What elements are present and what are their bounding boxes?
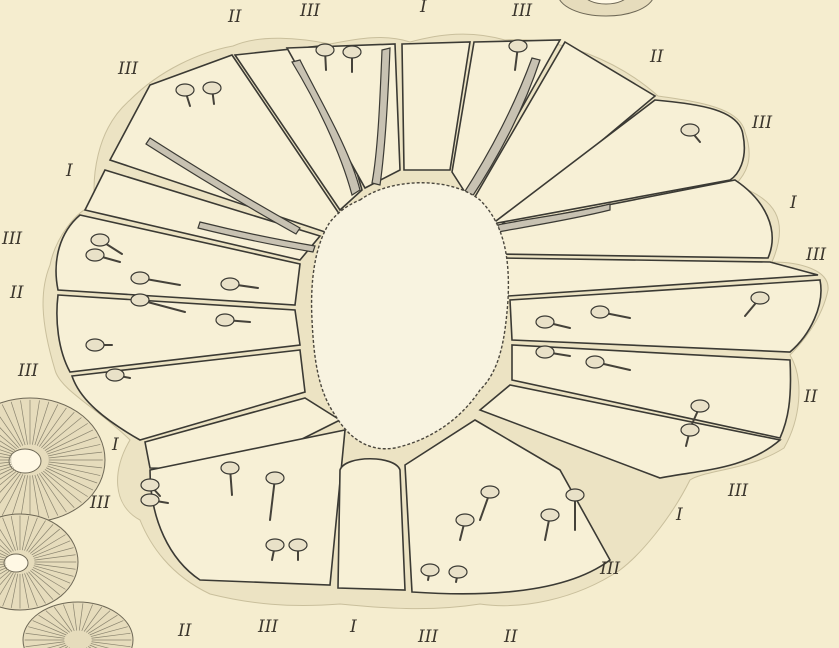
filament-fan-head [691,400,709,412]
filament-fan-head [266,472,284,484]
label-bottom-II-right: II [503,627,518,647]
label-top-I: I [419,0,427,17]
filament-fan-head [86,249,104,261]
label-right-I: I [789,193,797,213]
label-bottom-I: I [349,617,357,637]
filament-fan-head [203,82,221,94]
label-bottom-III-left: III [257,617,278,637]
label-right-I-lower: I [675,505,683,525]
filament-fan-head [131,272,149,284]
label-top-II-right: II [649,47,664,67]
filament-fan-head [541,509,559,521]
label-right-III-upper: III [751,113,772,133]
filament-fan-head [131,294,149,306]
label-left-III-mid: III [1,229,22,249]
filament-fan-head [176,84,194,96]
filament-fan-head [449,566,467,578]
filament-fan-head [536,316,554,328]
label-top-III-right: III [511,1,532,21]
filament-fan-head [566,489,584,501]
label-right-III-mid: III [805,245,826,265]
filament-fan-head [751,292,769,304]
label-upper-left-III: III [117,59,138,79]
filament-fan-head [591,306,609,318]
filament-fan-head [266,539,284,551]
label-left-III-bottom: III [89,493,110,513]
filament-fan-head [509,40,527,52]
filament-fan-head [106,369,124,381]
filament-fan-head [86,339,104,351]
filament-fan-head [481,486,499,498]
label-left-II: II [9,283,24,303]
label-right-II: II [803,387,818,407]
label-left-III-lower: III [17,361,38,381]
label-top-III-left: III [299,1,320,21]
filament-fan-head [141,494,159,506]
filament-fan-head [681,124,699,136]
label-top-II-left: II [227,7,242,27]
chamber-bottom-center [338,459,405,590]
label-left-I-upper: I [65,161,73,181]
filament-fan-head [216,314,234,326]
filament-fan-head [536,346,554,358]
filament-fan-head [681,424,699,436]
label-left-I-lower: I [111,435,119,455]
filament-fan-head [221,462,239,474]
label-bottom-III-right: III [417,627,438,647]
filament-fan-head [91,234,109,246]
filament-fan-head [586,356,604,368]
filament-fan-head [221,278,239,290]
filament-fan-head [343,46,361,58]
filament-fan-head [289,539,307,551]
filament-fan-head [141,479,159,491]
label-right-III-bottom: III [599,559,620,579]
label-bottom-II-left: II [177,621,192,641]
label-right-III-lower: III [727,481,748,501]
filament-fan-head [421,564,439,576]
filament-fan-head [456,514,474,526]
filament-fan-head [316,44,334,56]
